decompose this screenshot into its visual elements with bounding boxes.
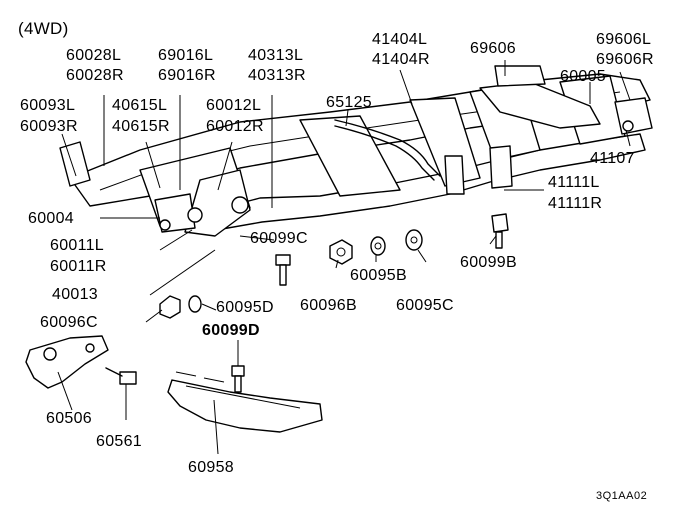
part-69606l: 69606L	[596, 31, 652, 48]
part-60012r: 60012R	[206, 118, 264, 135]
part-60093l: 60093L	[20, 97, 76, 114]
part-60958: 60958	[188, 459, 234, 476]
part-60099c: 60099C	[250, 230, 308, 247]
part-60012l: 60012L	[206, 97, 262, 114]
part-60028r: 60028R	[66, 67, 124, 84]
part-69016l: 69016L	[158, 47, 214, 64]
part-60095d: 60095D	[216, 299, 274, 316]
part-40313l: 40313L	[248, 47, 304, 64]
part-60096b: 60096B	[300, 297, 357, 314]
part-40615l: 40615L	[112, 97, 168, 114]
part-65125: 65125	[326, 94, 372, 111]
figure-code: 3Q1AA02	[596, 490, 648, 502]
part-69606: 69606	[470, 40, 516, 57]
part-40013: 40013	[52, 286, 98, 303]
chassis-frame	[59, 65, 653, 237]
part-60005: 60005	[560, 68, 606, 85]
part-41111r: 41111R	[548, 195, 603, 212]
part-60093r: 60093R	[20, 118, 78, 135]
variant-label: (4WD)	[18, 19, 69, 38]
part-60095c: 60095C	[396, 297, 454, 314]
part-60506: 60506	[46, 410, 92, 427]
part-41111l: 41111L	[548, 174, 600, 191]
part-41404r: 41404R	[372, 51, 430, 68]
part-60028l: 60028L	[66, 47, 122, 64]
part-41404l: 41404L	[372, 31, 428, 48]
part-60561: 60561	[96, 433, 142, 450]
hardware	[105, 213, 509, 393]
skid-plate-60958	[167, 371, 323, 433]
part-60004: 60004	[28, 210, 74, 227]
part-69606r: 69606R	[596, 51, 654, 68]
part-60099d: 60099D	[202, 322, 260, 339]
part-69016r: 69016R	[158, 67, 216, 84]
part-40615r: 40615R	[112, 118, 170, 135]
part-40313r: 40313R	[248, 67, 306, 84]
leader-lines	[57, 60, 631, 455]
part-60011r: 60011R	[50, 258, 107, 275]
part-60011l: 60011L	[50, 237, 105, 254]
bracket-60506	[25, 335, 109, 389]
part-60096c: 60096C	[40, 314, 98, 331]
part-41107: 41107	[590, 150, 635, 167]
part-60099b: 60099B	[460, 254, 517, 271]
part-60095b: 60095B	[350, 267, 407, 284]
